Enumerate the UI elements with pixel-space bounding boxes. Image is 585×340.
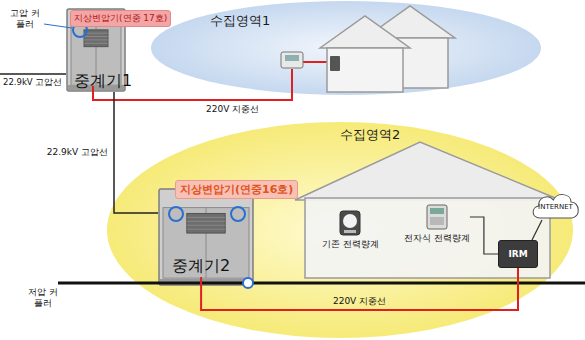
house-meter xyxy=(330,56,340,71)
meter-panel xyxy=(430,217,444,225)
area-title: 수집영역1 xyxy=(210,12,270,30)
area-ellipse xyxy=(151,1,541,95)
leader-line xyxy=(44,24,72,28)
relay-box: 중계기2 xyxy=(172,256,230,277)
internet-cloud: INTERNET xyxy=(530,190,581,220)
meter-dial xyxy=(343,214,357,228)
connector xyxy=(470,217,498,254)
meter-case xyxy=(427,205,447,229)
cloud-label: INTERNET xyxy=(538,203,573,211)
underground-cable xyxy=(93,69,292,100)
coupler-ring xyxy=(231,207,245,221)
pad-transformer: 지상변압기(연중16호)중계기2 xyxy=(158,188,254,286)
connector xyxy=(201,268,518,310)
grille-line xyxy=(84,33,108,34)
meter-label: 기존 전력량계 xyxy=(322,238,379,251)
house-wall xyxy=(327,48,403,92)
house-roof xyxy=(295,142,560,200)
coupler-ring xyxy=(243,278,253,288)
transformer-body xyxy=(159,189,253,285)
grille-line xyxy=(187,225,225,226)
meter-case xyxy=(340,211,360,235)
transformer-label: 지상변압기(연중 17호) xyxy=(70,10,171,27)
analog-meter xyxy=(339,210,361,236)
relay-label: 중계기2 xyxy=(172,256,230,277)
area-ellipse xyxy=(107,122,573,338)
relay-box: 중계기1 xyxy=(74,71,132,92)
note-label: 22.9kV 고압선 xyxy=(3,77,62,87)
meter-icon-box: 기존 전력량계 xyxy=(322,210,379,251)
underground-cable xyxy=(303,61,330,63)
electronic-meter xyxy=(426,204,448,230)
area-title: 수집영역2 xyxy=(340,126,400,144)
note-label: 저압 커플러 xyxy=(26,287,60,309)
grille-line xyxy=(84,39,108,40)
house-wall xyxy=(305,198,550,278)
device-label: IRM xyxy=(508,249,527,259)
connector xyxy=(532,220,542,240)
grille-line xyxy=(84,36,108,37)
irm-device: IRM xyxy=(498,240,538,268)
ground-line xyxy=(58,282,585,285)
connector-label: 22.9kV 고압선 xyxy=(47,147,108,158)
grille-line xyxy=(187,221,225,222)
grille-line xyxy=(84,43,108,44)
transformer-label: 지상변압기(연중16호) xyxy=(175,180,298,199)
meter-screen xyxy=(430,208,444,214)
transformer-panel xyxy=(163,208,249,279)
meter-icon-box: 전자식 전력량계 xyxy=(404,204,470,245)
coupler-ring xyxy=(169,207,183,221)
note-label: 고압 커플러 xyxy=(8,8,42,30)
note-label: 220V 지중선 xyxy=(206,104,259,115)
relay-label: 중계기1 xyxy=(74,71,132,92)
coupler-ring xyxy=(73,23,87,37)
meter-counter xyxy=(344,230,356,233)
meter-label: 전자식 전력량계 xyxy=(404,232,470,245)
connector xyxy=(114,92,158,213)
grille-line xyxy=(187,217,225,218)
meter-device xyxy=(281,52,303,68)
connector-label: 220V 지중선 xyxy=(333,296,386,307)
house-roof xyxy=(320,16,410,48)
high-voltage-line xyxy=(0,73,66,75)
transformer-window xyxy=(187,213,225,233)
meter-screen xyxy=(285,55,299,61)
grille-line xyxy=(187,229,225,230)
pad-transformer: 지상변압기(연중 17호)중계기1 xyxy=(66,8,126,92)
